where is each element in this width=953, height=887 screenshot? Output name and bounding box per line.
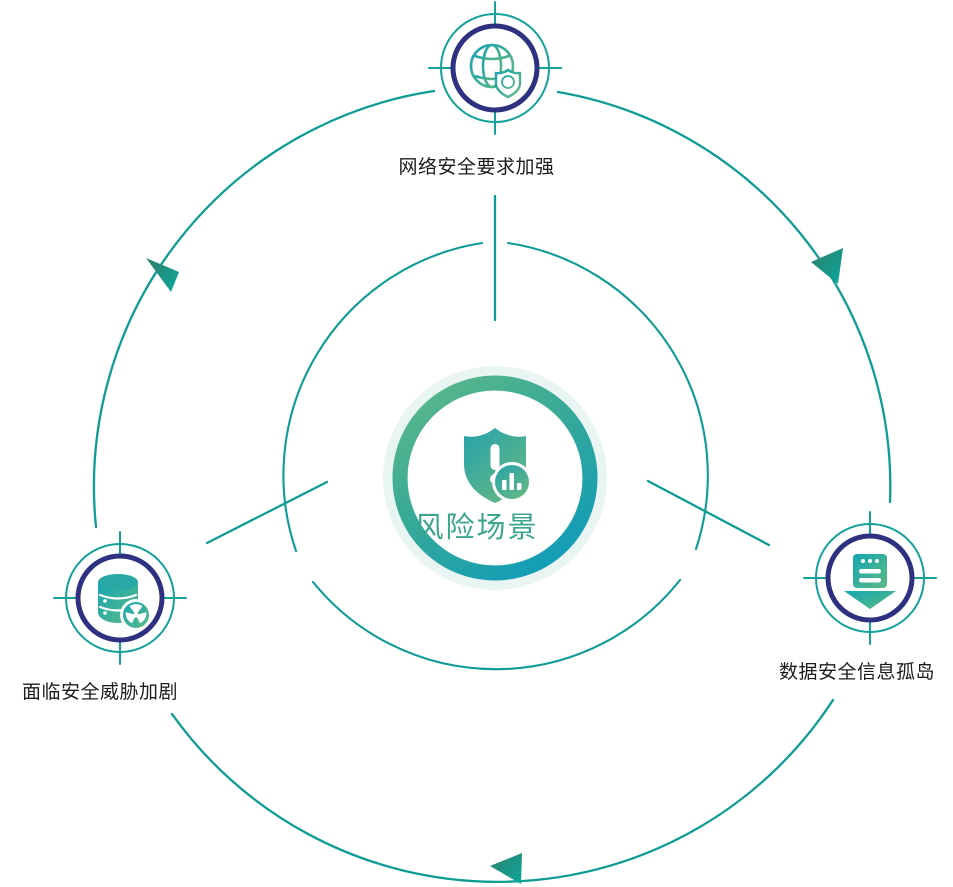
doc-dot-1	[861, 559, 865, 563]
radiation-blade-2	[136, 612, 147, 624]
spoke-right	[646, 479, 771, 547]
node-label-top: 网络安全要求加强	[398, 156, 555, 178]
chart-bar-1	[502, 480, 507, 490]
inner-arc-c	[282, 241, 484, 553]
outer-arc-top-left	[92, 89, 436, 529]
spoke-group	[205, 194, 771, 547]
arrowhead-group	[146, 248, 843, 884]
node-top[interactable]	[428, 1, 562, 135]
doc-header-dots	[861, 559, 879, 563]
db-stripe-1	[98, 593, 138, 600]
doc-dot-2	[868, 559, 872, 563]
db-dot-1	[103, 599, 107, 603]
chart-bar-2	[509, 473, 514, 490]
doc-dot-3	[875, 559, 879, 563]
inner-arc-b	[311, 578, 682, 671]
doc-line-2	[859, 578, 881, 583]
download-arrow	[844, 591, 896, 609]
center-emblem	[383, 366, 607, 590]
node-left[interactable]	[53, 531, 187, 665]
radiation-blade-3	[125, 612, 136, 624]
exclamation-bar	[490, 444, 500, 470]
database-radiation-target-icon	[98, 574, 152, 631]
center-title: 风险场景	[414, 510, 539, 544]
center-ring	[392, 375, 598, 581]
outer-arc-top-right	[556, 90, 892, 504]
radiation-symbol	[125, 604, 147, 624]
node-label-left: 面临安全威胁加剧	[22, 681, 179, 703]
db-dot-2	[103, 611, 107, 615]
shield-alert-chart-icon	[464, 428, 532, 503]
chart-bar-3	[517, 483, 522, 490]
node-right[interactable]	[803, 511, 937, 645]
document-download-target-icon	[844, 554, 896, 609]
db-top	[98, 574, 138, 590]
arrowhead-upper-left	[146, 258, 179, 292]
inner-circle-group	[282, 241, 709, 671]
outer-arc-bottom	[170, 698, 835, 883]
globe-parallel-top	[474, 54, 510, 61]
doc-line-1	[859, 569, 881, 574]
node-ring-top	[450, 23, 540, 113]
radiation-blade-1	[129, 604, 143, 615]
spoke-left	[205, 480, 329, 545]
node-label-right: 数据安全信息孤岛	[778, 661, 935, 683]
outer-arc-group	[92, 89, 892, 883]
arrowhead-bottom	[490, 853, 522, 884]
inner-arc-a	[506, 241, 709, 551]
arrowhead-upper-right	[811, 248, 843, 284]
globe-shield-target-icon	[469, 43, 522, 99]
